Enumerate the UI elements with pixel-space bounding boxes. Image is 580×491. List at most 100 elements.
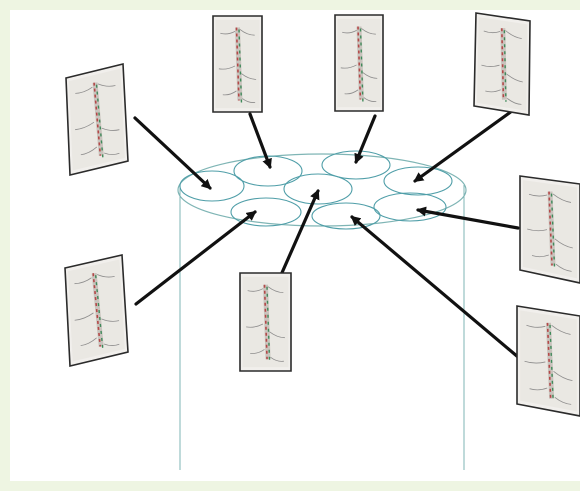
specimen-red-thread: [357, 26, 362, 100]
cell-ellipse: [283, 173, 353, 205]
specimen-green-thread: [266, 286, 271, 362]
photo-fibre: [526, 324, 546, 328]
specimen-red-thread: [548, 191, 553, 266]
photo-fibre: [506, 73, 523, 83]
photo-fibre: [218, 65, 236, 70]
cell-ellipse: [321, 150, 391, 180]
specimen-body: [92, 82, 104, 156]
photo-fibre: [485, 89, 501, 93]
photo-fibre: [527, 228, 548, 232]
specimen-body: [91, 272, 104, 347]
photo-fibre: [74, 312, 94, 321]
photo-fibre: [342, 30, 357, 34]
photo-card: [516, 305, 580, 417]
cell-ellipse: [179, 170, 245, 202]
specimen-green-thread: [549, 324, 554, 401]
photo-fibre: [80, 337, 97, 346]
photo-fibre: [242, 98, 256, 103]
photo-fibre: [103, 343, 120, 346]
photo-fibre: [524, 360, 546, 364]
photo-card: [473, 12, 531, 116]
photo-fibre: [96, 274, 115, 278]
photo-fibre: [554, 238, 573, 249]
photo-fibre: [97, 83, 116, 87]
photo-fibre: [75, 86, 93, 94]
photo-fibre: [553, 370, 573, 382]
photo-fibre: [529, 387, 548, 391]
photo-card: [334, 14, 384, 112]
photo-fibre: [483, 30, 501, 34]
cell-ellipse: [383, 166, 453, 196]
photo-fibre: [361, 28, 376, 35]
photo-card: [64, 254, 129, 368]
photo-fibre: [363, 97, 377, 102]
specimen-green-thread: [550, 193, 556, 268]
photos-group: [64, 12, 580, 417]
photo-fibre: [247, 288, 264, 292]
cell-ellipse: [233, 155, 303, 187]
photo-fibre: [270, 356, 284, 362]
photo-fibre: [101, 127, 120, 131]
photo-fibre: [506, 97, 522, 105]
specimen-red-thread: [546, 322, 552, 399]
photo-card: [212, 15, 263, 113]
photo-fibre: [362, 72, 378, 79]
photo-fibre: [551, 325, 571, 335]
arrow: [279, 189, 320, 277]
photo-card: [239, 272, 292, 372]
specimen-green-thread: [94, 275, 104, 349]
photo-fibre: [101, 318, 120, 322]
arrow: [134, 210, 257, 306]
specimen-green-thread: [95, 84, 104, 158]
specimen-body: [547, 191, 556, 266]
photo-fibre: [505, 30, 522, 39]
photo-card: [65, 62, 129, 177]
photo-fibre: [269, 331, 285, 339]
cell-ellipse: [373, 192, 447, 222]
photo-fibre: [74, 277, 92, 285]
photo-fibre: [80, 146, 98, 156]
arrow: [248, 112, 272, 169]
specimen-body: [263, 284, 271, 360]
photo-fibre: [220, 31, 236, 35]
cells-group: [179, 150, 453, 230]
photo-fibre: [531, 254, 549, 258]
photo-fibre: [528, 193, 548, 197]
photo-fibre: [239, 29, 255, 36]
specimen-red-thread: [92, 273, 102, 347]
specimen-red-thread: [235, 27, 240, 101]
specimen-red-thread: [263, 284, 268, 360]
specimen-green-thread: [359, 28, 364, 102]
cylinder: [177, 153, 467, 470]
photo-fibre: [222, 90, 237, 96]
cell-ellipse: [230, 197, 302, 227]
photo-fibre: [554, 396, 572, 405]
photo-fibre: [340, 64, 357, 69]
specimen-green-thread: [238, 29, 243, 103]
photo-fibre: [246, 323, 264, 328]
photo-fibre: [241, 73, 257, 80]
cylinder-top-ellipse: [177, 153, 467, 227]
specimen-body: [546, 322, 555, 399]
arrows-group: [133, 109, 520, 359]
photo-fibre: [481, 64, 500, 67]
photo-fibre: [104, 152, 120, 155]
arrow: [413, 109, 514, 183]
photo-fibre: [552, 193, 572, 203]
specimen-body: [356, 26, 364, 100]
specimen-body: [500, 28, 507, 100]
photo-fibre: [267, 286, 284, 293]
arrow: [133, 116, 212, 190]
specimen-body: [235, 27, 243, 101]
photo-card: [519, 175, 580, 284]
photo-fibre: [555, 263, 572, 272]
specimen-green-thread: [503, 30, 507, 102]
arrow: [416, 206, 520, 230]
photo-fibre: [250, 349, 265, 354]
photo-fibre: [75, 121, 95, 131]
arrow: [354, 114, 377, 164]
arrow: [350, 215, 520, 359]
specimen-red-thread: [93, 82, 102, 156]
